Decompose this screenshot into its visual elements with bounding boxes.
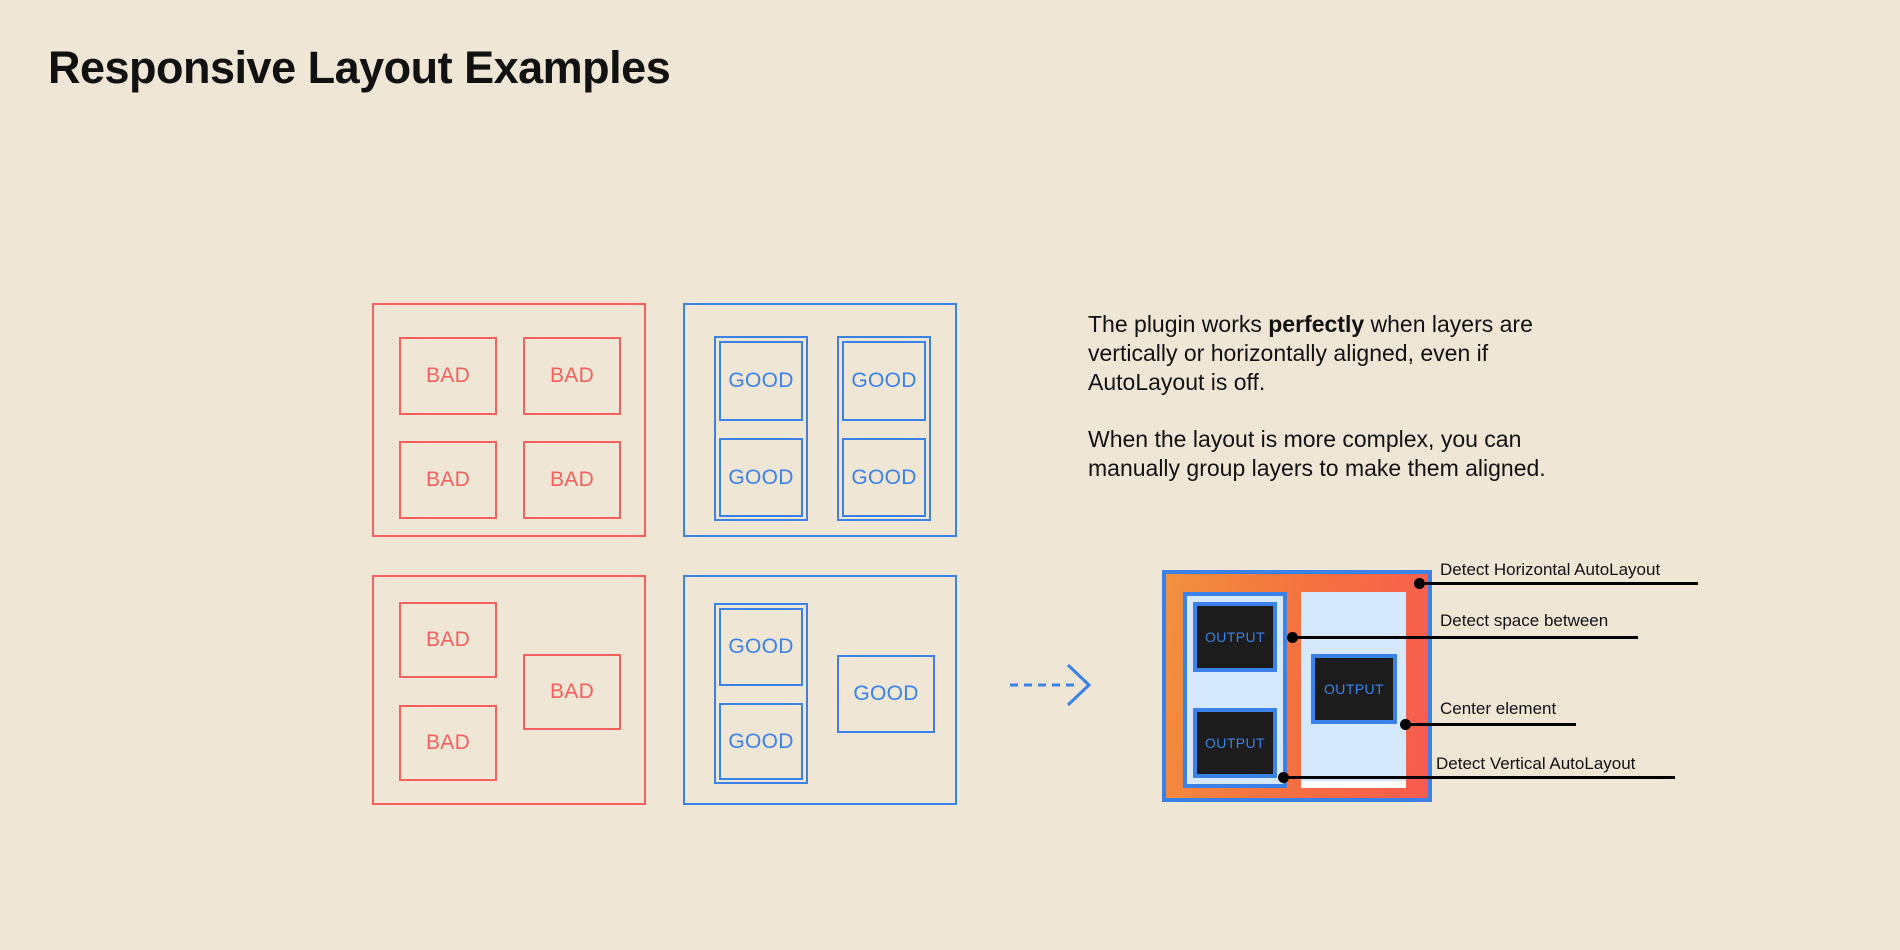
example-panel-good-complex: GOOD GOOD GOOD [683,575,957,805]
cell-label: GOOD [851,369,917,392]
cell-bad: BAD [399,337,497,415]
cell-label: GOOD [728,635,794,658]
cell-bad: BAD [399,602,497,678]
cell-good: GOOD [719,341,803,421]
vertical-group-container: OUTPUT OUTPUT [1183,592,1287,788]
cell-label: GOOD [728,369,794,392]
cell-label: BAD [549,468,595,491]
cell-good: GOOD [842,341,926,421]
cell-label: GOOD [728,465,794,489]
cell-good: GOOD [837,655,935,733]
center-element-container: OUTPUT [1301,592,1406,788]
callout-line [1292,636,1638,639]
page-title: Responsive Layout Examples [48,42,671,93]
cell-label: BAD [549,364,595,387]
cell-bad: BAD [399,705,497,781]
callout-line [1405,723,1576,726]
cell-label: BAD [425,628,471,651]
cell-good: GOOD [842,438,926,517]
cell-bad: BAD [523,337,621,415]
paragraph-2: When the layout is more complex, you can… [1088,426,1546,481]
layer-group-good: GOOD GOOD [714,603,808,784]
cell-good: GOOD [719,703,803,780]
layer-group-good: GOOD GOOD [837,336,931,521]
cell-label: GOOD [853,682,919,705]
baseline-bar [1301,781,1406,788]
callout-line [1419,582,1698,585]
layer-group-good: GOOD GOOD [714,336,808,521]
output-label: OUTPUT [1205,629,1265,645]
cell-label: GOOD [851,465,917,489]
cell-bad: BAD [523,654,621,730]
output-box: OUTPUT [1193,708,1277,778]
callout-label-detect-space-between: Detect space between [1440,611,1609,630]
callout-line [1283,776,1675,779]
cell-bad: BAD [399,441,497,519]
paragraph-1: The plugin works perfectly when layers a… [1088,310,1548,397]
detail-diagram: OUTPUT OUTPUT OUTPUT [1162,570,1432,802]
cell-label: BAD [425,364,471,387]
cell-label: GOOD [728,729,794,753]
paragraph-1-lead: The plugin works [1088,311,1269,337]
output-label: OUTPUT [1205,735,1265,751]
callout-label-detect-vertical-autolayout: Detect Vertical AutoLayout [1436,754,1636,773]
paragraph-1-emphasis: perfectly [1268,311,1365,337]
callout-label-detect-horizontal-autolayout: Detect Horizontal AutoLayout [1440,560,1661,579]
example-panel-bad-grid: BAD BAD BAD BAD [372,303,646,537]
explanation-text: The plugin works perfectly when layers a… [1088,310,1548,483]
cell-good: GOOD [719,438,803,517]
example-panel-bad-complex: BAD BAD BAD [372,575,646,805]
output-label: OUTPUT [1324,681,1384,697]
cell-label: BAD [425,468,471,491]
callout-label-center-element: Center element [1440,699,1557,718]
cell-label: BAD [549,680,595,703]
output-box: OUTPUT [1311,654,1397,724]
output-box: OUTPUT [1193,602,1277,672]
dashed-arrow-right-icon [1010,662,1092,708]
cell-label: BAD [425,731,471,754]
paragraph-1-tail: when layers are vertically or horizontal… [1088,311,1533,395]
example-panel-good-grid: GOOD GOOD GOOD GOOD [683,303,957,537]
cell-good: GOOD [719,608,803,686]
cell-bad: BAD [523,441,621,519]
